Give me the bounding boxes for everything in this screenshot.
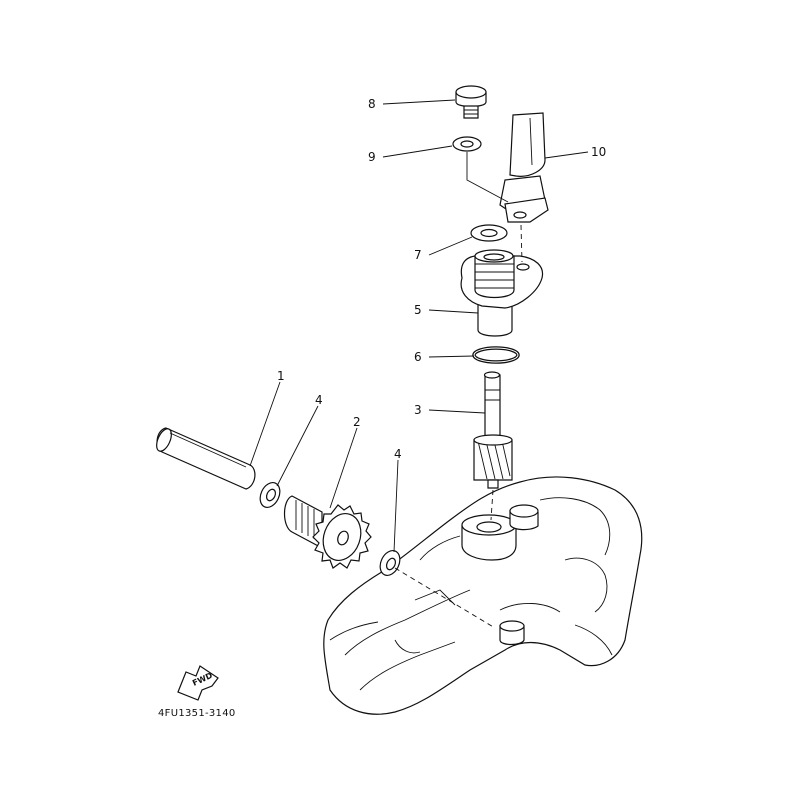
- callout-1: 1: [277, 369, 285, 383]
- callout-2: 2: [353, 415, 361, 429]
- axis-gear-dashed: [394, 567, 496, 629]
- callout-5: 5: [414, 303, 422, 317]
- part-6-o-ring: [472, 346, 520, 364]
- callout-3: 3: [414, 403, 422, 417]
- drawing-code: 4FU1351-3140: [158, 708, 236, 719]
- callout-7: 7: [414, 248, 422, 262]
- part-5-housing: [460, 249, 544, 337]
- callout-9: 9: [368, 150, 376, 164]
- callout-4-right: 4: [394, 447, 402, 461]
- part-2-gear: [283, 495, 372, 569]
- callout-10: 10: [591, 145, 606, 159]
- part-4-washer-right: [379, 550, 401, 576]
- fwd-arrow: FWD: [177, 665, 219, 701]
- callout-8: 8: [368, 97, 376, 111]
- part-9-washer: [452, 136, 509, 203]
- part-8-bolt: [455, 85, 487, 119]
- callout-6: 6: [414, 350, 422, 364]
- leader-lines: [249, 99, 589, 553]
- callout-4-left: 4: [315, 393, 323, 407]
- part-4-washer-left: [259, 482, 281, 508]
- part-10-bracket: [499, 112, 549, 263]
- callout-numbers: 8 9 10 7 5 6 3 1 4 2 4: [277, 97, 606, 461]
- part-7-washer: [470, 224, 508, 242]
- engine-case: [323, 476, 643, 715]
- part-3-driven-shaft: [473, 371, 513, 489]
- part-1-shaft: [156, 427, 256, 490]
